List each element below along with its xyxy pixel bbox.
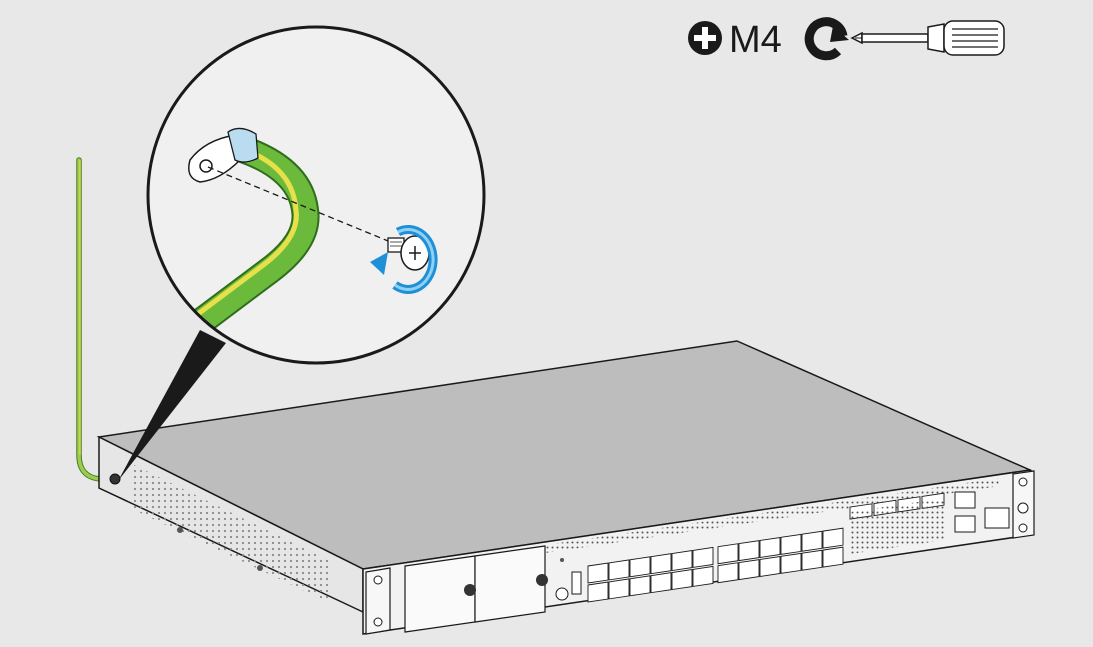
sfp-port [780,533,802,555]
tighten-rotation-arrow [370,224,438,294]
sfp-port [629,575,651,597]
usb-port [571,571,582,595]
zoom-callout [146,25,486,365]
sfp-port [608,559,630,581]
callout-pointer [118,330,226,481]
sfp-port [650,553,672,575]
power-module-slot-1 [404,555,476,633]
clockwise-arrow-icon [804,17,849,61]
sfp-port [692,565,714,587]
power-module-slot-2 [474,545,546,623]
sfp-port [671,569,693,591]
power-module-screw-2 [536,574,548,586]
sfp-port [801,549,823,571]
power-module-screw-1 [464,584,476,596]
sfp-port [780,552,802,574]
ground-screw-point [109,473,121,485]
sfp-port [587,581,609,603]
sfp-port [717,543,739,565]
switch-chassis [96,340,1035,635]
phillips-screwdriver-icon [850,20,1005,56]
sfp-port [587,562,609,584]
reset-button [555,587,569,601]
left-mounting-ear [365,567,391,635]
screw-size-label: M4 [729,19,782,61]
sfp-port [608,578,630,600]
rj45-port-1 [954,491,976,509]
sfp-port [738,559,760,581]
sfp-port [822,546,844,568]
sfp-port [650,572,672,594]
sfp-port [671,550,693,572]
tool-legend: M4 [688,17,1005,61]
rj45-port-3 [984,507,1010,529]
sfp-port [759,555,781,577]
sfp-port [717,562,739,584]
sfp-port [759,536,781,558]
sfp-port-area [587,492,945,603]
sfp-port [801,530,823,552]
management-ports [850,491,1010,554]
sfp-port [692,546,714,568]
sfp-port [629,556,651,578]
sfp-port [738,540,760,562]
rj45-port-2 [954,515,976,533]
ground-cable [76,157,115,483]
phillips-cross-icon [688,21,722,55]
sfp-port [822,527,844,549]
